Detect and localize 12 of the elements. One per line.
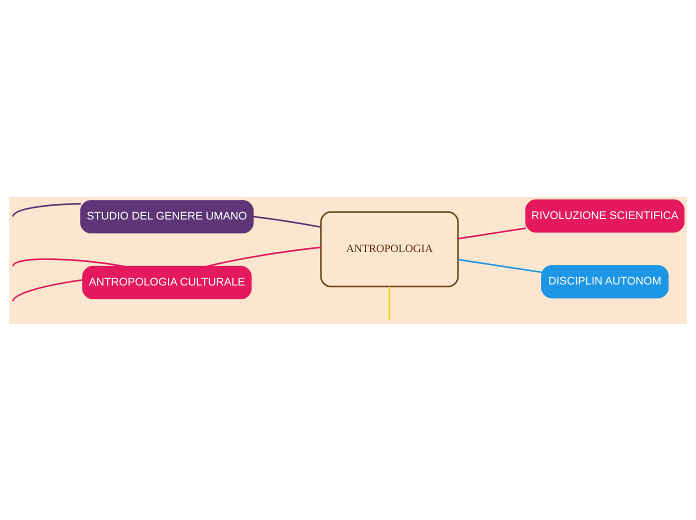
connector — [12, 202, 81, 216]
node-box: RIVOLUZIONE SCIENTIFICA — [525, 198, 684, 232]
node-box: ANTROPOLOGIA CULTURALE — [82, 265, 252, 299]
node-box: DISCIPLIN AUTONOM — [541, 264, 669, 298]
node-box: ANTROPOLOGIA — [320, 210, 459, 287]
connector — [458, 226, 526, 239]
node-box: STUDIO DEL GENERE UMANO — [80, 200, 254, 233]
connector — [12, 258, 126, 267]
connector — [253, 215, 322, 228]
connector — [206, 246, 321, 267]
connector — [388, 286, 390, 320]
connector — [458, 258, 542, 273]
